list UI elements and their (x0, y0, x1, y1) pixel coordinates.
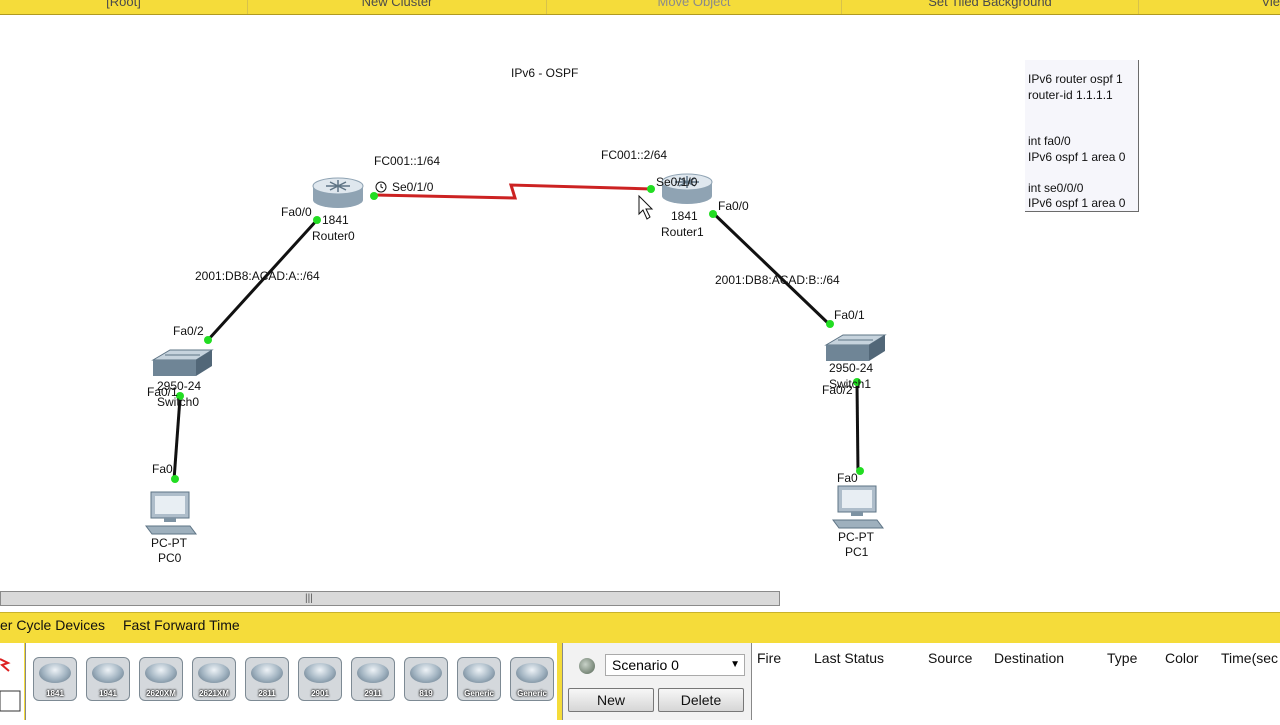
ethernet-link-sw1-pc1[interactable] (855, 382, 860, 473)
router1-fa-label: Fa0/0 (718, 199, 749, 213)
lightning-icon[interactable] (0, 643, 24, 720)
lan-b-address: 2001:DB8:ACAD:B::/64 (715, 273, 840, 287)
router1-icon[interactable] (661, 173, 713, 204)
device-generic-2[interactable]: Generic (510, 657, 554, 701)
divider (546, 0, 547, 14)
set-tiled-background-button[interactable]: Set Tiled Background (928, 0, 1052, 9)
scenario-globe-icon (579, 658, 595, 674)
note-line: IPv6 ospf 1 area 0 (1028, 196, 1126, 210)
logical-workspace[interactable]: IPv6 - OSPF FC001::1/64 FC001::2/64 Se0/… (0, 15, 1280, 590)
pdu-header-time[interactable]: Time(sec (1221, 650, 1279, 666)
new-scenario-button[interactable]: New (568, 688, 654, 712)
serial-address-r1: FC001::2/64 (601, 148, 667, 162)
scenario-panel: Scenario 0 ▼ New Delete (562, 643, 751, 720)
pc1-icon[interactable] (832, 485, 884, 529)
pc0-fa-label: Fa0 (152, 462, 173, 476)
switch0-model: 2950-24 (157, 379, 201, 393)
device-2911[interactable]: 2911 (351, 657, 395, 701)
note-line: router-id 1.1.1.1 (1028, 87, 1113, 102)
router1-name: Router1 (661, 225, 704, 239)
pc1-model: PC-PT (838, 530, 875, 544)
note-gap (1028, 119, 1138, 135)
switch1-name: Switch1 (829, 377, 871, 391)
switch0-name: Switch0 (157, 395, 199, 409)
lan-a-address: 2001:DB8:ACAD:A::/64 (195, 269, 320, 283)
switch1-down-label: Fa0/2 (822, 383, 853, 397)
new-cluster-button[interactable]: New Cluster (361, 0, 433, 9)
switch1-model: 2950-24 (829, 361, 873, 375)
router0-model: 1841 (322, 213, 349, 227)
chevron-down-icon: ▼ (730, 659, 740, 670)
pc0-icon[interactable] (145, 491, 197, 535)
switch0-down-label: Fa0/1 (147, 385, 178, 399)
device-generic-1[interactable]: Generic (457, 657, 501, 701)
router0-icon[interactable] (312, 177, 364, 208)
router0-fa-label: Fa0/0 (281, 205, 312, 219)
router1-model: 1841 (671, 209, 698, 223)
note-line: int fa0/0 (1028, 134, 1071, 148)
device-1841[interactable]: 1841 (33, 657, 77, 701)
device-2620xm[interactable]: 2620XM (139, 657, 183, 701)
device-2621xm[interactable]: 2621XM (192, 657, 236, 701)
pdu-list: Fire Last Status Source Destination Type… (751, 643, 1280, 720)
router0-se-label: Se0/1/0 (392, 180, 434, 194)
divider (1138, 0, 1139, 14)
bottom-panel: 1841 1941 2620XM 2621XM 2811 2901 2911 8… (0, 639, 1280, 720)
pdu-header-fire[interactable]: Fire (757, 650, 782, 666)
device-819[interactable]: 819 (404, 657, 448, 701)
switch0-up-label: Fa0/2 (173, 324, 204, 338)
router0-name: Router0 (312, 229, 355, 243)
topology-canvas[interactable]: IPv6 - OSPF FC001::1/64 FC001::2/64 Se0/… (0, 15, 1280, 590)
switch1-icon[interactable] (824, 334, 887, 361)
note-line: int se0/0/0 (1028, 180, 1084, 195)
workspace-hscrollbar[interactable]: ||| (0, 590, 1280, 608)
link-status-dots (171, 185, 864, 483)
scenario-select-value: Scenario 0 (612, 657, 679, 673)
serial-address-r0: FC001::1/64 (374, 154, 440, 168)
root-button[interactable]: [Root] (106, 0, 141, 9)
ethernet-link-r1-sw1[interactable] (710, 210, 832, 327)
scroll-grip-icon: ||| (305, 593, 313, 604)
device-category-panel[interactable] (0, 643, 24, 720)
device-1941[interactable]: 1941 (86, 657, 130, 701)
scenario-select[interactable]: Scenario 0 ▼ (605, 654, 745, 676)
ethernet-link-r0-sw0[interactable] (206, 218, 319, 342)
mouse-cursor-icon (638, 194, 654, 220)
note-gap (1028, 165, 1138, 181)
pdu-header-type[interactable]: Type (1107, 650, 1138, 666)
ethernet-link-sw0-pc0[interactable] (172, 397, 182, 481)
clock-icon (375, 181, 387, 193)
pc0-model: PC-PT (151, 536, 188, 550)
divider (841, 0, 842, 14)
topology-title: IPv6 - OSPF (511, 66, 578, 80)
divider (247, 0, 248, 14)
pdu-header-source[interactable]: Source (928, 650, 973, 666)
move-object-button[interactable]: Move Object (657, 0, 731, 9)
scrollbar-thumb[interactable] (0, 591, 780, 606)
viewport-button[interactable]: Vie (1261, 0, 1280, 9)
fast-forward-time-button[interactable]: Fast Forward Time (123, 617, 240, 633)
config-note[interactable]: IPv6 router ospf 1 router-id 1.1.1.1 int… (1025, 60, 1139, 212)
pdu-header-last-status[interactable]: Last Status (814, 650, 885, 666)
power-cycle-devices-button[interactable]: er Cycle Devices (0, 617, 106, 633)
pc1-name: PC1 (845, 545, 869, 559)
pdu-header-color[interactable]: Color (1165, 650, 1199, 666)
workspace-toolbar: [Root] New Cluster Move Object Set Tiled… (0, 0, 1280, 15)
device-2811[interactable]: 2811 (245, 657, 289, 701)
delete-scenario-button[interactable]: Delete (658, 688, 744, 712)
device-2901[interactable]: 2901 (298, 657, 342, 701)
serial-link[interactable] (373, 183, 653, 200)
switch0-icon[interactable] (151, 349, 214, 376)
pc0-name: PC0 (158, 551, 182, 565)
note-line: IPv6 ospf 1 area 0 (1028, 149, 1126, 164)
realtime-toolbar: er Cycle Devices Fast Forward Time (0, 612, 1280, 640)
switch1-up-label: Fa0/1 (834, 308, 865, 322)
device-tray: 1841 1941 2620XM 2621XM 2811 2901 2911 8… (25, 643, 557, 720)
pc1-fa-label: Fa0 (837, 471, 858, 485)
router1-se-label: Se0/1/0 (656, 175, 698, 189)
note-line: IPv6 router ospf 1 (1028, 72, 1123, 86)
pdu-header-destination[interactable]: Destination (994, 650, 1065, 666)
note-gap (1028, 103, 1138, 119)
